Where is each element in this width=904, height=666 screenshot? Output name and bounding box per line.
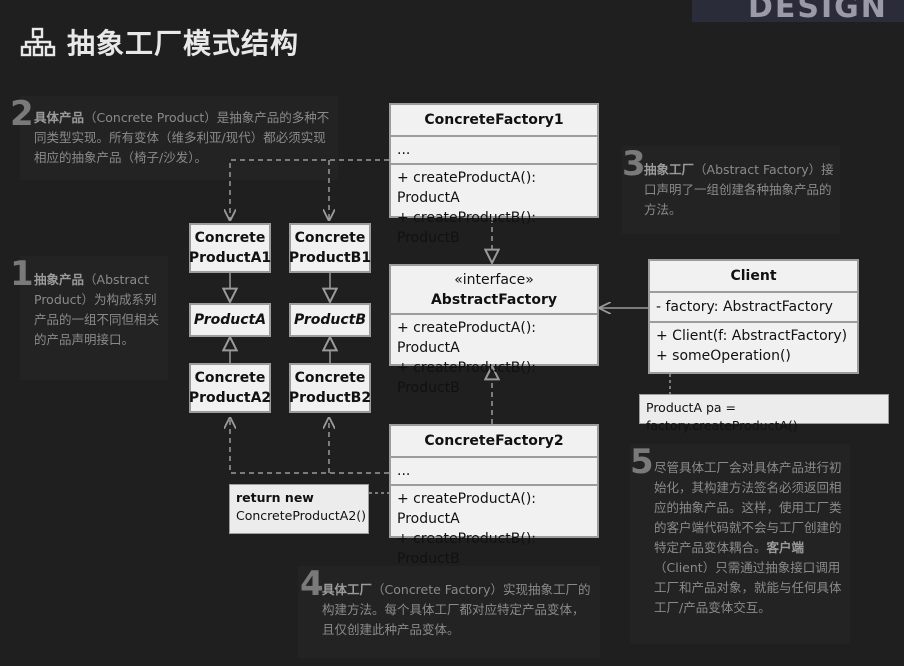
class-client: Client - factory: AbstractFactory + Clie… xyxy=(648,259,859,374)
note-number: 5 xyxy=(630,442,654,482)
callout-text: ConcreteProductA2() xyxy=(236,508,367,523)
class-fields: ... xyxy=(391,456,597,484)
product-label-line1: Concrete xyxy=(294,370,366,386)
class-name: ConcreteFactory2 xyxy=(424,433,564,449)
product-label-line2: ProductA1 xyxy=(188,250,272,266)
note-5: 5 尽管具体工厂会对具体产品进行初始化，其构建方法签名必须返回相应的抽象产品。这… xyxy=(630,444,850,644)
note-text: （Abstract Factory）接口声明了一组创建各种抽象产品的方法。 xyxy=(644,162,834,217)
product-label-line1: Concrete xyxy=(194,230,266,246)
note-2: 2 具体产品（Concrete Product）是抽象产品的多种不同类型实现。所… xyxy=(10,96,338,180)
class-methods: + createProductA(): ProductA + createPro… xyxy=(391,163,597,251)
note-text: 尽管具体工厂会对具体产品进行初始化，其构建方法签名必须返回相应的抽象产品。这样，… xyxy=(654,460,842,555)
method-create-product-b: + createProductB(): ProductB xyxy=(397,210,537,246)
product-label-line2: ProductB1 xyxy=(288,250,372,266)
class-methods: + Client(f: AbstractFactory) + someOpera… xyxy=(650,321,857,369)
note-text: （Concrete Product）是抽象产品的多种不同类型实现。所有变体（维多… xyxy=(34,110,330,165)
callout-keyword: return new xyxy=(236,490,314,505)
class-fields: - factory: AbstractFactory xyxy=(650,291,857,321)
class-concrete-factory-2: ConcreteFactory2 ... + createProductA():… xyxy=(389,424,599,567)
brand-banner: DESIGN xyxy=(692,0,904,22)
return-callout: return new ConcreteProductA2() xyxy=(229,484,369,534)
interface-name: ProductB xyxy=(293,312,366,328)
interface-name: ProductA xyxy=(193,312,267,328)
note-number: 4 xyxy=(300,564,324,604)
product-label-line1: Concrete xyxy=(194,370,266,386)
page-title: 抽象工厂模式结构 xyxy=(67,27,300,60)
note-number: 3 xyxy=(622,144,646,184)
note-heading: 客户端 xyxy=(766,540,805,555)
callout-text: ProductA pa = factory.createProductA() xyxy=(646,400,798,433)
class-fields: ... xyxy=(391,135,597,163)
note-4: 4 具体工厂（Concrete Factory）实现抽象工厂的构建方法。每个具体… xyxy=(298,566,600,658)
note-text: （Abstract Product）为构成系列产品的一组不同但相关的产品声明接口… xyxy=(34,272,160,347)
interface-product-a: ProductA xyxy=(189,303,271,337)
class-methods: + createProductA(): ProductA + createPro… xyxy=(391,313,597,401)
brand-text: DESIGN xyxy=(748,0,888,22)
class-concrete-factory-1: ConcreteFactory1 ... + createProductA():… xyxy=(389,103,599,246)
note-number: 2 xyxy=(10,94,34,134)
class-abstract-factory: «interface» AbstractFactory + createProd… xyxy=(389,264,599,396)
method-create-product-b: + createProductB(): ProductB xyxy=(397,531,537,567)
note-text: （Concrete Factory）实现抽象工厂的构建方法。每个具体工厂都对应特… xyxy=(322,582,591,637)
product-label-line2: ProductA2 xyxy=(188,390,272,406)
method-create-product-a: + createProductA(): ProductA xyxy=(397,491,536,527)
client-code-callout: ProductA pa = factory.createProductA() xyxy=(639,394,889,433)
note-heading: 具体工厂 xyxy=(322,582,373,597)
class-name: ConcreteFactory1 xyxy=(424,112,564,128)
class-name: AbstractFactory xyxy=(430,292,558,308)
note-text-2: （Client）只需通过抽象接口调用工厂和产品对象，就能与任何具体工厂/产品变体… xyxy=(654,560,842,615)
note-number: 1 xyxy=(10,254,34,294)
class-methods: + createProductA(): ProductA + createPro… xyxy=(391,484,597,572)
note-heading: 抽象产品 xyxy=(34,272,85,287)
note-heading: 抽象工厂 xyxy=(644,162,695,177)
product-label-line1: Concrete xyxy=(294,230,366,246)
interface-product-b: ProductB xyxy=(289,303,371,337)
method-some-operation: + someOperation() xyxy=(656,348,791,364)
method-constructor: + Client(f: AbstractFactory) xyxy=(656,328,848,344)
method-create-product-a: + createProductA(): ProductA xyxy=(397,170,536,206)
hierarchy-icon xyxy=(20,27,56,57)
note-heading: 具体产品 xyxy=(34,110,85,125)
product-label-line2: ProductB2 xyxy=(288,390,372,406)
note-1: 1 抽象产品（Abstract Product）为构成系列产品的一组不同但相关的… xyxy=(10,256,168,380)
class-name: Client xyxy=(730,268,777,284)
note-3: 3 抽象工厂（Abstract Factory）接口声明了一组创建各种抽象产品的… xyxy=(622,146,840,234)
class-stereotype: «interface» xyxy=(454,272,534,288)
method-create-product-b: + createProductB(): ProductB xyxy=(397,360,537,396)
method-create-product-a: + createProductA(): ProductA xyxy=(397,320,536,356)
